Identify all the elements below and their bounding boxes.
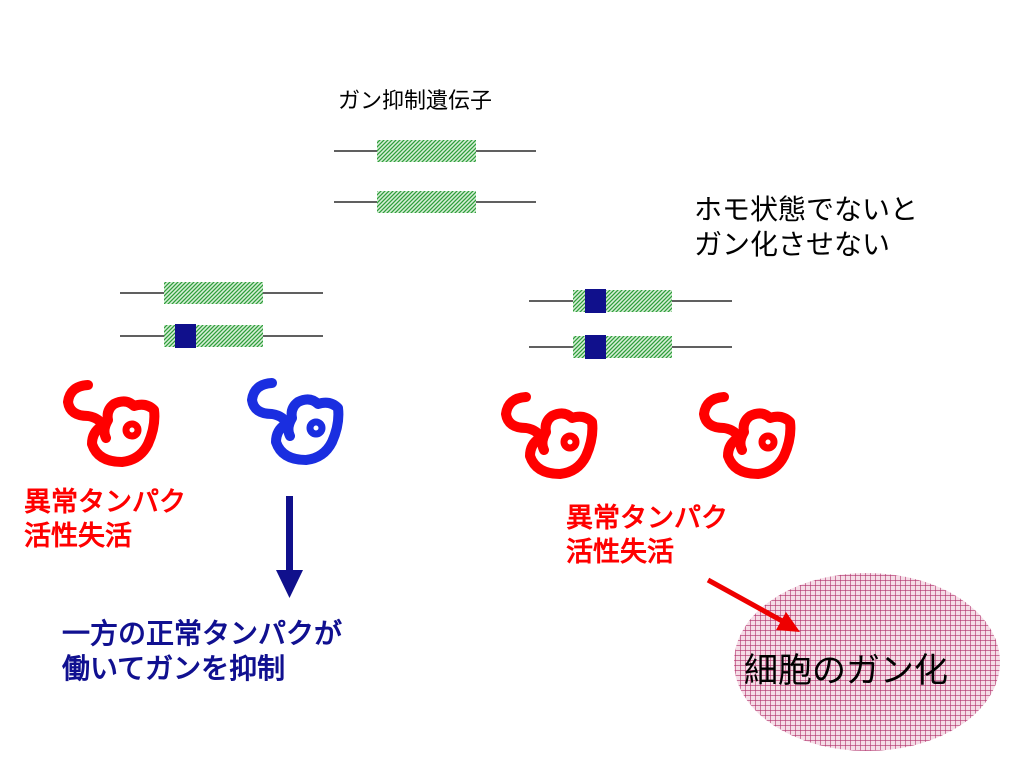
top-gene-pair: [334, 140, 536, 213]
title-label: ガン抑制遺伝子: [338, 89, 493, 114]
mutation-marker: [175, 324, 196, 348]
abnormal-label-line: 異常タンパク: [24, 487, 186, 518]
right-gene-pair: [529, 289, 732, 359]
abnormal-label-line: 異常タンパク: [566, 503, 728, 534]
normal-protein-icon: [247, 378, 344, 465]
abnormal-label-line: 活性失活: [24, 520, 132, 552]
cancer-cell: [734, 573, 1000, 751]
left-gene-pair: [120, 282, 323, 348]
cell-label: 細胞のガン化: [744, 651, 948, 691]
normal-note-line: 働いてガンを抑制: [62, 652, 286, 685]
abnormal-protein-icon: [63, 380, 160, 467]
normal-protein-note: 一方の正常タンパクが 働いてガンを抑制: [62, 616, 342, 686]
gene-segment: [377, 140, 476, 162]
right-abnormal-label: 異常タンパク 活性失活: [566, 502, 728, 570]
abnormal-label-line: 活性失活: [566, 536, 674, 568]
homozygous-note: ホモ状態でないと ガン化させない: [694, 192, 918, 262]
left-abnormal-label: 異常タンパク 活性失活: [24, 486, 186, 554]
normal-note-line: 一方の正常タンパクが: [62, 617, 343, 650]
abnormal-protein-icon: [699, 392, 796, 479]
gene-segment: [377, 191, 476, 213]
red-arrow: [706, 577, 800, 632]
homozygous-note-line: ガン化させない: [694, 228, 891, 261]
down-arrow: [276, 496, 303, 598]
mutation-marker: [585, 335, 606, 359]
mutation-marker: [585, 289, 606, 313]
homozygous-note-line: ホモ状態でないと: [694, 193, 919, 226]
abnormal-protein-icon: [501, 392, 598, 479]
gene-segment: [164, 282, 263, 304]
